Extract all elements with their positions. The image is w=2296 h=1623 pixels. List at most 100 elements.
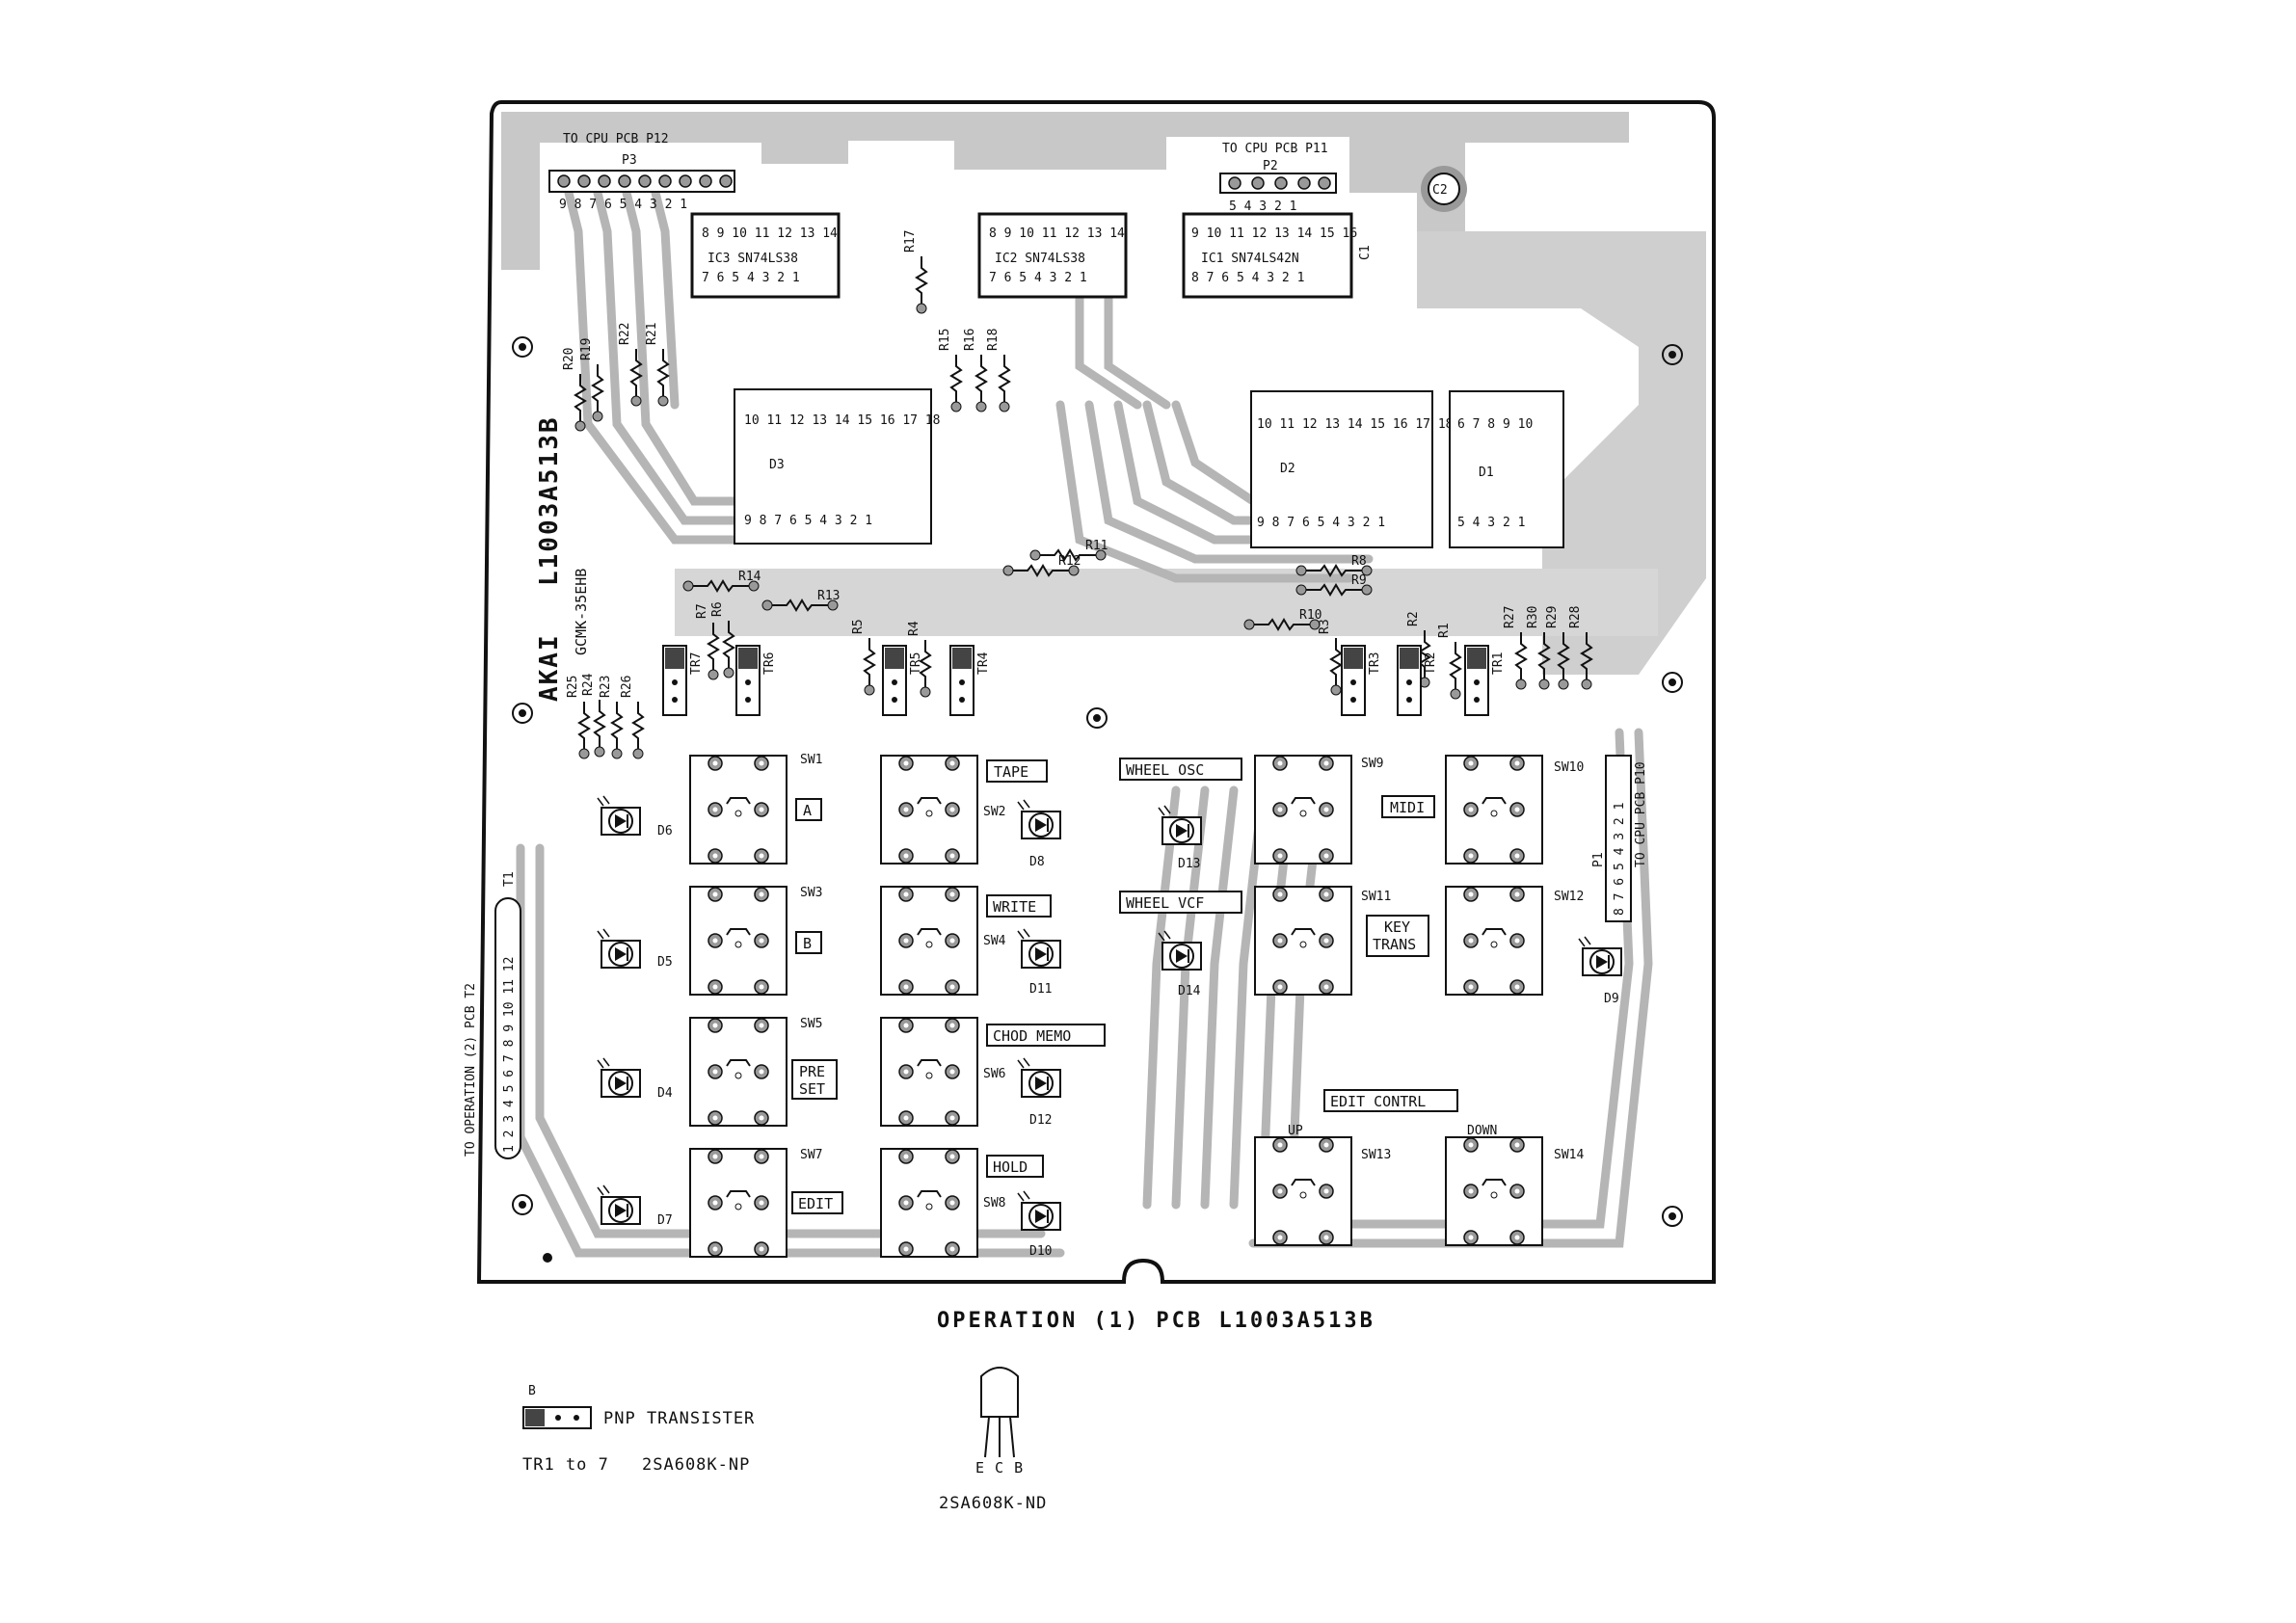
transistor-label: TR6 xyxy=(762,652,777,675)
resistor-label: R13 xyxy=(817,589,840,603)
display-d3: 10 11 12 13 14 15 16 17 18 D3 9 8 7 6 5 … xyxy=(734,388,941,545)
svg-text:IC3 SN74LS38: IC3 SN74LS38 xyxy=(707,252,798,266)
svg-text:8 9 10 11 12 13 14: 8 9 10 11 12 13 14 xyxy=(989,226,1125,241)
resistor-r21: R21 xyxy=(645,323,670,407)
resistor-label: R24 xyxy=(581,673,596,696)
switch-sw11[interactable]: SW11 xyxy=(1254,886,1391,996)
label-edit: EDIT xyxy=(798,1195,833,1212)
display-d1: 6 7 8 9 10 D1 5 4 3 2 1 xyxy=(1449,390,1564,548)
resistor-r29: R29 xyxy=(1545,606,1570,690)
resistor-label: R14 xyxy=(738,570,761,584)
switch-label: SW9 xyxy=(1361,757,1383,771)
svg-text:10 11 12 13 14 15 16 17 18: 10 11 12 13 14 15 16 17 18 xyxy=(1257,417,1454,432)
board-caption: OPERATION (1) PCB L1003A513B xyxy=(937,1309,1375,1333)
switch-sw14[interactable]: SW14 xyxy=(1445,1136,1584,1246)
resistor-label: R28 xyxy=(1568,606,1583,628)
p10-to-label: TO CPU PCB P10 xyxy=(1634,761,1648,867)
resistor-r13: R13 xyxy=(761,589,840,612)
switch-sw6[interactable]: SW6 xyxy=(880,1017,1005,1127)
led-label: D5 xyxy=(657,955,673,970)
label-preset-2: SET xyxy=(799,1080,825,1098)
button-labels: A B PRE SET EDIT TAPE WRITE CHOD MEMO HO… xyxy=(791,758,1497,1214)
resistor-r30: R30 xyxy=(1526,606,1551,690)
ic1: 9 10 11 12 13 14 15 16 IC1 SN74LS42N 8 7… xyxy=(1182,212,1357,299)
resistor-r4: R4 xyxy=(907,621,932,698)
resistor-r16: R16 xyxy=(963,329,988,412)
svg-text:5 4 3 2 1: 5 4 3 2 1 xyxy=(1457,516,1525,530)
resistor-r28: R28 xyxy=(1568,606,1593,690)
transistor-label: TR3 xyxy=(1368,652,1382,675)
led-d13: D13 xyxy=(1158,805,1202,871)
led-d4: D4 xyxy=(597,1057,673,1101)
resistor-r1: R1 xyxy=(1437,623,1462,700)
switch-sw3[interactable]: SW3 xyxy=(689,886,822,996)
switch-sw2[interactable]: SW2 xyxy=(880,755,1005,865)
led-d12: D12 xyxy=(1017,1057,1061,1128)
switch-sw8[interactable]: SW8 xyxy=(880,1148,1005,1258)
led-label: D14 xyxy=(1178,984,1201,998)
svg-text:9 8 7 6 5 4 3 2 1: 9 8 7 6 5 4 3 2 1 xyxy=(744,514,872,528)
switch-label: SW4 xyxy=(983,934,1006,948)
switch-sw7[interactable]: SW7 xyxy=(689,1148,822,1258)
switch-label: SW10 xyxy=(1554,760,1584,775)
led-d10: D10 xyxy=(1017,1190,1061,1259)
p1-label: P1 xyxy=(1591,852,1606,867)
svg-text:D1: D1 xyxy=(1479,466,1494,480)
resistor-label: R9 xyxy=(1351,573,1367,588)
resistor-label: R12 xyxy=(1058,554,1081,569)
svg-text:C2: C2 xyxy=(1432,183,1448,198)
resistor-label: R17 xyxy=(903,230,918,253)
resistor-label: R19 xyxy=(579,338,594,360)
led-d5: D5 xyxy=(597,928,673,970)
led-label: D6 xyxy=(657,824,673,838)
transistor-package-icon xyxy=(980,1367,1019,1458)
label-down: DOWN xyxy=(1467,1124,1497,1138)
resistor-r27: R27 xyxy=(1503,606,1528,690)
switch-label: SW11 xyxy=(1361,890,1391,904)
svg-text:D2: D2 xyxy=(1280,462,1295,476)
switch-sw9[interactable]: SW9 xyxy=(1254,755,1383,865)
resistor-label: R22 xyxy=(618,323,632,345)
led-d14: D14 xyxy=(1158,930,1202,998)
p3-label: P3 xyxy=(622,153,637,168)
connector-p3: TO CPU PCB P12 P3 9 8 7 6 5 4 3 2 1 xyxy=(548,132,735,212)
switch-sw10[interactable]: SW10 xyxy=(1445,755,1584,865)
resistor-label: R2 xyxy=(1406,611,1421,626)
legend-part-nd: 2SA608K-ND xyxy=(939,1494,1048,1513)
switch-sw13[interactable]: SW13 xyxy=(1254,1136,1391,1246)
resistor-r6: R6 xyxy=(710,601,735,678)
svg-text:9 8 7 6 5 4 3 2 1: 9 8 7 6 5 4 3 2 1 xyxy=(1257,516,1385,530)
display-d2: 10 11 12 13 14 15 16 17 18 D2 9 8 7 6 5 … xyxy=(1250,390,1454,548)
resistor-r15: R15 xyxy=(938,329,963,412)
legend-b-mark: B xyxy=(528,1384,537,1398)
resistor-label: R16 xyxy=(963,329,977,351)
transistor-label: TR5 xyxy=(909,652,923,675)
led-label: D12 xyxy=(1029,1113,1052,1128)
led-d7: D7 xyxy=(597,1184,673,1228)
resistor-label: R7 xyxy=(695,603,709,619)
resistor-r22: R22 xyxy=(618,323,643,407)
p3-pins: 9 8 7 6 5 4 3 2 1 xyxy=(559,198,687,212)
resistor-r11: R11 xyxy=(1029,539,1108,562)
resistor-label: R1 xyxy=(1437,623,1452,638)
resistor-r9: R9 xyxy=(1295,573,1373,597)
legend-pnp: PNP TRANSISTER xyxy=(603,1409,756,1428)
led-d9: D9 xyxy=(1578,936,1622,1006)
transistor-tr2: TR2 xyxy=(1397,645,1438,716)
resistor-r17: R17 xyxy=(903,230,928,314)
switch-label: SW3 xyxy=(800,886,822,900)
switch-sw5[interactable]: SW5 xyxy=(689,1017,822,1127)
switch-sw12[interactable]: SW12 xyxy=(1445,886,1584,996)
svg-text:6 7 8 9 10: 6 7 8 9 10 xyxy=(1457,417,1533,432)
svg-text:7 6 5 4 3 2 1: 7 6 5 4 3 2 1 xyxy=(702,271,800,285)
transistor-label: TR7 xyxy=(689,652,704,675)
switch-label: SW2 xyxy=(983,805,1005,819)
connector-p2: TO CPU PCB P11 P2 5 4 3 2 1 xyxy=(1219,142,1337,214)
switch-sw4[interactable]: SW4 xyxy=(880,886,1006,996)
resistor-r18: R18 xyxy=(986,329,1011,412)
led-label: D7 xyxy=(657,1213,673,1228)
led-label: D11 xyxy=(1029,982,1052,997)
switch-sw1[interactable]: SW1 xyxy=(689,753,822,865)
